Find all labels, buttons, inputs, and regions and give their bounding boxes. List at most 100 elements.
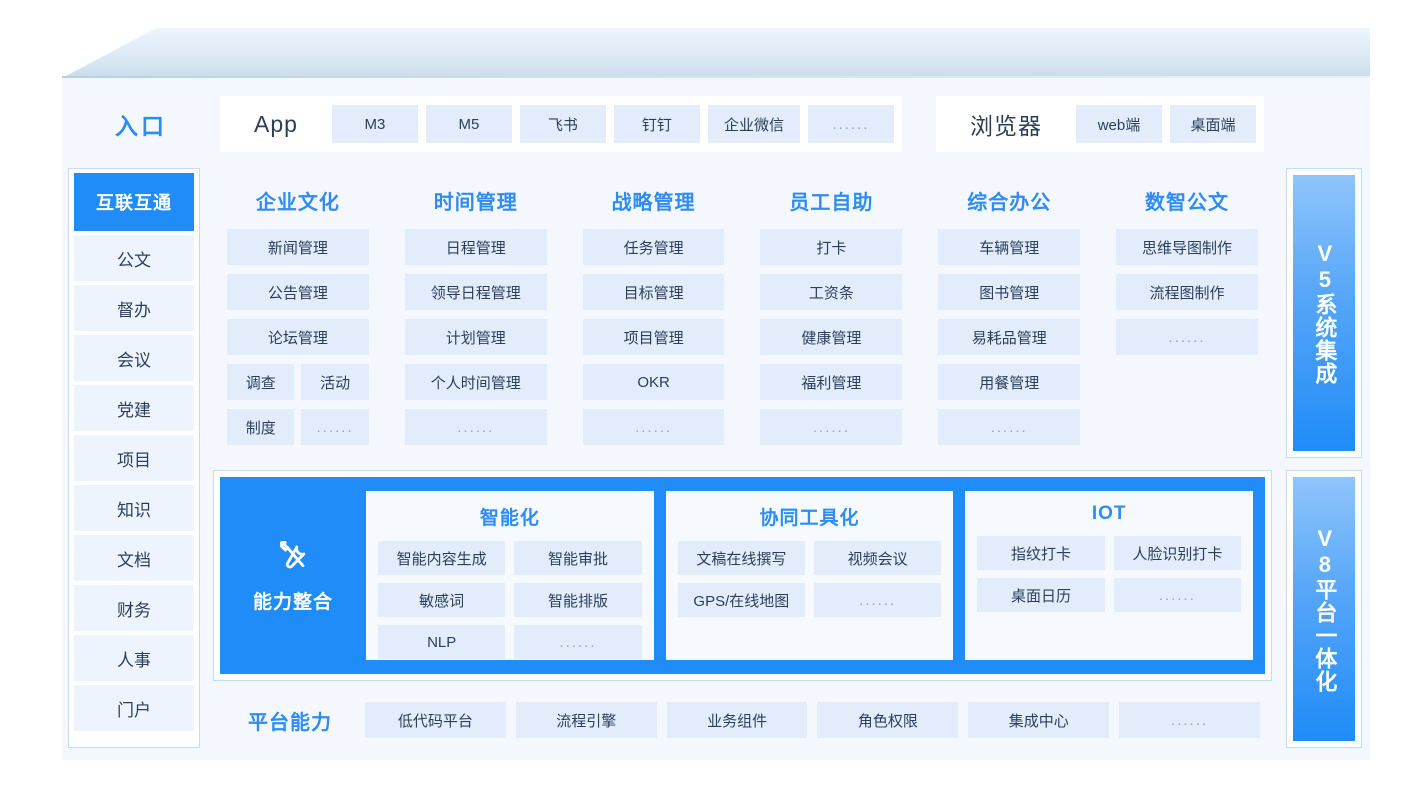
sidebar-item-portal[interactable]: 门户 — [74, 685, 194, 731]
tile-checkin[interactable]: 打卡 — [760, 229, 903, 265]
platform-chip-more[interactable]: ...... — [1119, 702, 1260, 738]
tile-flowchart[interactable]: 流程图制作 — [1116, 274, 1258, 310]
capability-panel-title: IOT — [1091, 503, 1127, 524]
version-panel-v8[interactable]: V8平台一体化 — [1286, 470, 1362, 748]
tile-okr[interactable]: OKR — [582, 364, 725, 400]
sidebar-item-official-document[interactable]: 公文 — [74, 235, 194, 281]
platform-chip-integration-center[interactable]: 集成中心 — [968, 702, 1110, 738]
version-panel-v5-inner: V5系统集成 — [1293, 175, 1355, 451]
module-card-office: 综合办公 车辆管理 图书管理 易耗品管理 用餐管理 ...... — [924, 168, 1095, 465]
sidebar-item-meeting[interactable]: 会议 — [74, 335, 194, 381]
card-tiles: 任务管理 目标管理 项目管理 OKR ...... — [569, 229, 739, 454]
version-panel-v5-label: V5系统集成 — [1312, 241, 1338, 385]
cap-tile-sensitive-words[interactable]: 敏感词 — [378, 583, 506, 617]
tile-health[interactable]: 健康管理 — [760, 319, 903, 355]
capability-panel-tiles: 指纹打卡 人脸识别打卡 桌面日历 ...... — [977, 536, 1242, 620]
sidebar-item-party-building[interactable]: 党建 — [74, 385, 194, 431]
capability-row: 指纹打卡 人脸识别打卡 — [977, 536, 1242, 570]
sidebar-item-interconnect[interactable]: 互联互通 — [74, 173, 194, 231]
tile-plan[interactable]: 计划管理 — [404, 319, 547, 355]
capability-label-group: 能力整合 — [232, 538, 354, 614]
cap-tile-desktop-calendar[interactable]: 桌面日历 — [977, 578, 1105, 612]
tile-activity[interactable]: 活动 — [301, 364, 369, 400]
entry-chip-feishu[interactable]: 飞书 — [519, 105, 606, 143]
cap-tile-fingerprint[interactable]: 指纹打卡 — [977, 536, 1105, 570]
tile-project[interactable]: 项目管理 — [582, 319, 725, 355]
card-tiles: 日程管理 领导日程管理 计划管理 个人时间管理 ...... — [391, 229, 561, 454]
platform-capability-title: 平台能力 — [248, 711, 332, 734]
tile-system[interactable]: 制度 — [227, 409, 295, 445]
tile-more[interactable]: ...... — [1116, 319, 1258, 355]
entry-chip-m5[interactable]: M5 — [425, 105, 512, 143]
card-title: 数智公文 — [1145, 192, 1230, 214]
sidebar-item-knowledge[interactable]: 知识 — [74, 485, 194, 531]
slab-top-face — [62, 28, 1370, 78]
entry-chip-m3[interactable]: M3 — [331, 105, 418, 143]
version-panel-v5[interactable]: V5系统集成 — [1286, 168, 1362, 458]
tile-vehicle[interactable]: 车辆管理 — [938, 229, 1081, 265]
entry-chip-wecom[interactable]: 企业微信 — [707, 105, 800, 143]
tile-row: 制度 ...... — [227, 409, 369, 445]
capability-panel-title: 智能化 — [479, 508, 540, 529]
tile-more[interactable]: ...... — [301, 409, 369, 445]
tile-mindmap[interactable]: 思维导图制作 — [1116, 229, 1258, 265]
tile-schedule[interactable]: 日程管理 — [404, 229, 547, 265]
capability-row: NLP ...... — [378, 625, 642, 659]
tile-welfare[interactable]: 福利管理 — [760, 364, 903, 400]
version-panel-v8-label: V8平台一体化 — [1312, 525, 1338, 693]
platform-chip-lowcode[interactable]: 低代码平台 — [365, 702, 506, 738]
capability-row: 文稿在线撰写 视频会议 — [677, 541, 942, 575]
capability-band: 能力整合 智能化 智能内容生成 智能审批 敏感词 智能排版 NLP ...... — [213, 470, 1272, 681]
cap-tile-content-generation[interactable]: 智能内容生成 — [378, 541, 506, 575]
entry-chip-more[interactable]: ...... — [807, 105, 894, 143]
entry-chip-dingding[interactable]: 钉钉 — [613, 105, 700, 143]
tile-more[interactable]: ...... — [582, 409, 725, 445]
capability-row: 敏感词 智能排版 — [378, 583, 642, 617]
platform-chip-role-permission[interactable]: 角色权限 — [817, 702, 959, 738]
sidebar-item-supervision[interactable]: 督办 — [74, 285, 194, 331]
sidebar-item-project[interactable]: 项目 — [74, 435, 194, 481]
tile-books[interactable]: 图书管理 — [938, 274, 1081, 310]
platform-chip-workflow-engine[interactable]: 流程引擎 — [515, 702, 657, 738]
tile-task[interactable]: 任务管理 — [582, 229, 725, 265]
entry-group-browser: 浏览器 web端 桌面端 — [935, 96, 1264, 152]
tile-forum[interactable]: 论坛管理 — [227, 319, 369, 355]
tile-payslip[interactable]: 工资条 — [760, 274, 903, 310]
tile-consumables[interactable]: 易耗品管理 — [938, 319, 1081, 355]
tile-more[interactable]: ...... — [938, 409, 1081, 445]
tile-personal-time[interactable]: 个人时间管理 — [404, 364, 547, 400]
module-card-employee: 员工自助 打卡 工资条 健康管理 福利管理 ...... — [746, 168, 917, 465]
tile-more[interactable]: ...... — [760, 409, 903, 445]
entry-chip-desktop[interactable]: 桌面端 — [1169, 105, 1256, 143]
tile-more[interactable]: ...... — [404, 409, 547, 445]
module-cards: 企业文化 新闻管理 公告管理 论坛管理 调查 活动 制度 ...... 时间管理… — [213, 168, 1272, 465]
cap-tile-online-writing[interactable]: 文稿在线撰写 — [677, 541, 806, 575]
cap-tile-smart-approval[interactable]: 智能审批 — [514, 541, 642, 575]
tile-goal[interactable]: 目标管理 — [582, 274, 725, 310]
tile-announcement[interactable]: 公告管理 — [227, 274, 369, 310]
platform-chip-business-component[interactable]: 业务组件 — [666, 702, 808, 738]
capability-panel-tiles: 智能内容生成 智能审批 敏感词 智能排版 NLP ...... — [378, 541, 642, 667]
cap-tile-face-recognition[interactable]: 人脸识别打卡 — [1113, 536, 1242, 570]
cap-tile-more[interactable]: ...... — [514, 625, 642, 659]
card-tiles: 思维导图制作 流程图制作 ...... — [1102, 229, 1272, 364]
cap-tile-video-conference[interactable]: 视频会议 — [814, 541, 942, 575]
tile-meal[interactable]: 用餐管理 — [938, 364, 1081, 400]
tile-leader-schedule[interactable]: 领导日程管理 — [404, 274, 547, 310]
cap-tile-nlp[interactable]: NLP — [378, 625, 506, 659]
card-title: 时间管理 — [433, 192, 518, 214]
slab-front-edge — [62, 76, 1370, 79]
tile-row: 调查 活动 — [227, 364, 369, 400]
cap-tile-gps-map[interactable]: GPS/在线地图 — [677, 583, 806, 617]
sidebar-item-finance[interactable]: 财务 — [74, 585, 194, 631]
entry-chip-web[interactable]: web端 — [1075, 105, 1162, 143]
cap-tile-more[interactable]: ...... — [1113, 578, 1242, 612]
tile-news[interactable]: 新闻管理 — [227, 229, 369, 265]
tile-survey[interactable]: 调查 — [227, 364, 295, 400]
cap-tile-more[interactable]: ...... — [814, 583, 942, 617]
sidebar-item-hr[interactable]: 人事 — [74, 635, 194, 681]
cap-tile-smart-layout[interactable]: 智能排版 — [514, 583, 642, 617]
entry-group-app-label: App — [254, 110, 298, 137]
sidebar-item-document[interactable]: 文档 — [74, 535, 194, 581]
